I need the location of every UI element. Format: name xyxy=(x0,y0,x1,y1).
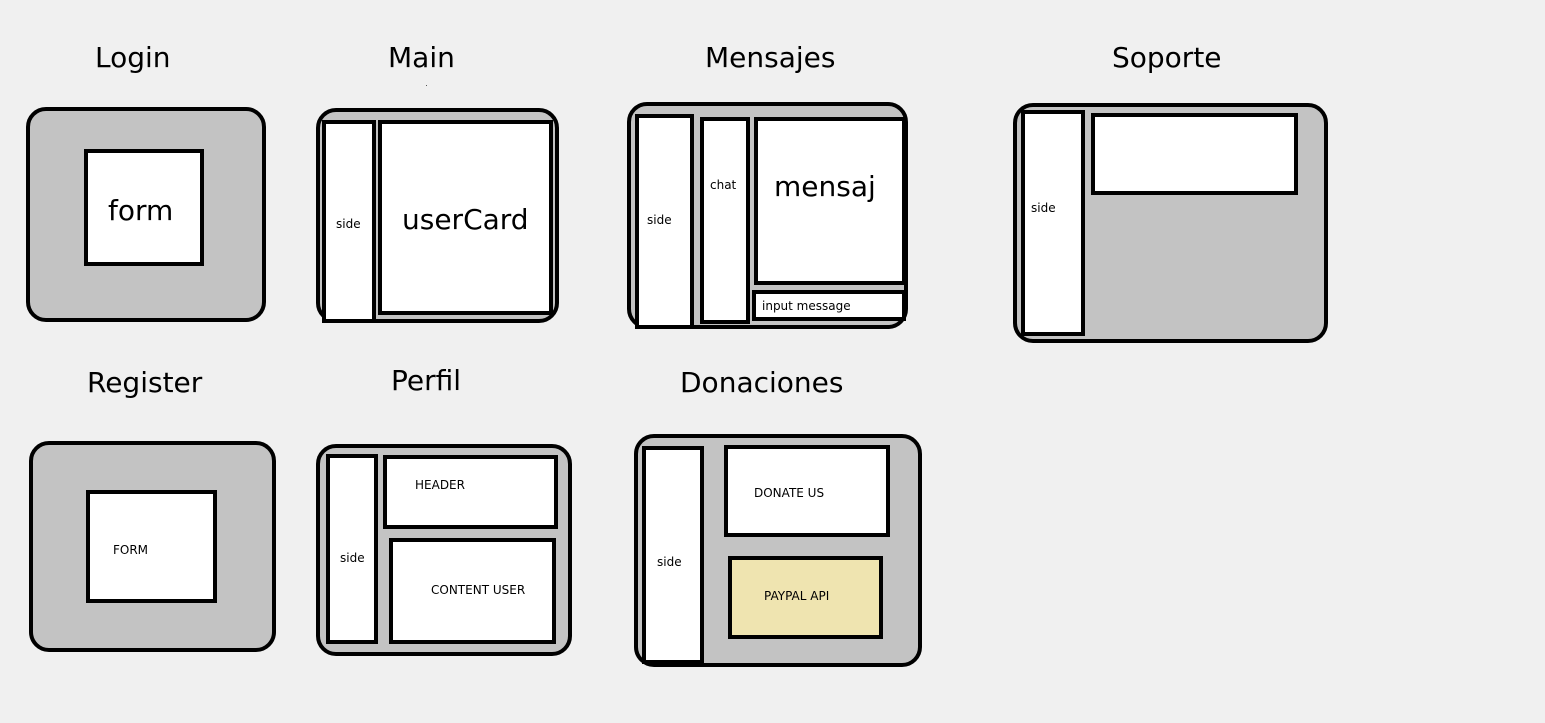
perfil-header-box: HEADER xyxy=(383,455,558,529)
soporte-side-panel: side xyxy=(1021,110,1085,336)
title-soporte: Soporte xyxy=(1112,41,1222,74)
mensajes-chat-panel: chat xyxy=(700,117,750,324)
stray-dot xyxy=(426,85,427,86)
mensajes-frame: side chat mensaj input message xyxy=(627,102,908,329)
title-register: Register xyxy=(87,366,203,399)
register-frame: FORM xyxy=(29,441,276,652)
title-donaciones: Donaciones xyxy=(680,366,844,399)
register-form-box: FORM xyxy=(86,490,217,603)
title-login: Login xyxy=(95,41,171,74)
perfil-side-panel: side xyxy=(326,454,378,644)
mensajes-message-label: mensaj xyxy=(774,170,876,203)
title-main: Main xyxy=(388,41,455,74)
soporte-content-box xyxy=(1091,113,1298,195)
mensajes-side-panel: side xyxy=(635,114,694,329)
main-frame: side userCard xyxy=(316,108,559,323)
mensajes-input-label: input message xyxy=(762,299,851,313)
mensajes-input-message[interactable]: input message xyxy=(752,290,906,321)
donaciones-side-panel: side xyxy=(642,446,704,664)
donaciones-donate-box: DONATE US xyxy=(724,445,890,537)
main-side-label: side xyxy=(336,217,361,231)
mensajes-chat-label: chat xyxy=(710,178,737,192)
title-perfil: Perfil xyxy=(391,364,462,397)
perfil-header-label: HEADER xyxy=(415,478,465,492)
main-usercard-label: userCard xyxy=(402,203,529,236)
mensajes-message-box: mensaj xyxy=(754,117,906,285)
donaciones-side-label: side xyxy=(657,555,682,569)
perfil-content-label: CONTENT USER xyxy=(431,583,526,597)
perfil-frame: side HEADER CONTENT USER xyxy=(316,444,572,656)
soporte-side-label: side xyxy=(1031,201,1056,215)
soporte-frame: side xyxy=(1013,103,1328,343)
login-frame: form xyxy=(26,107,266,322)
perfil-side-label: side xyxy=(340,551,365,565)
title-mensajes: Mensajes xyxy=(705,41,836,74)
donaciones-paypal-label: PAYPAL API xyxy=(764,589,830,603)
donaciones-donate-label: DONATE US xyxy=(754,486,825,500)
login-form-label: form xyxy=(108,194,174,227)
login-form-box: form xyxy=(84,149,204,266)
register-form-label: FORM xyxy=(113,543,149,557)
mensajes-side-label: side xyxy=(647,213,672,227)
perfil-content-box: CONTENT USER xyxy=(389,538,556,644)
main-side-panel: side xyxy=(322,120,376,323)
donaciones-frame: side DONATE US PAYPAL API xyxy=(634,434,922,667)
donaciones-paypal-box[interactable]: PAYPAL API xyxy=(728,556,883,639)
main-usercard-box: userCard xyxy=(378,120,553,315)
